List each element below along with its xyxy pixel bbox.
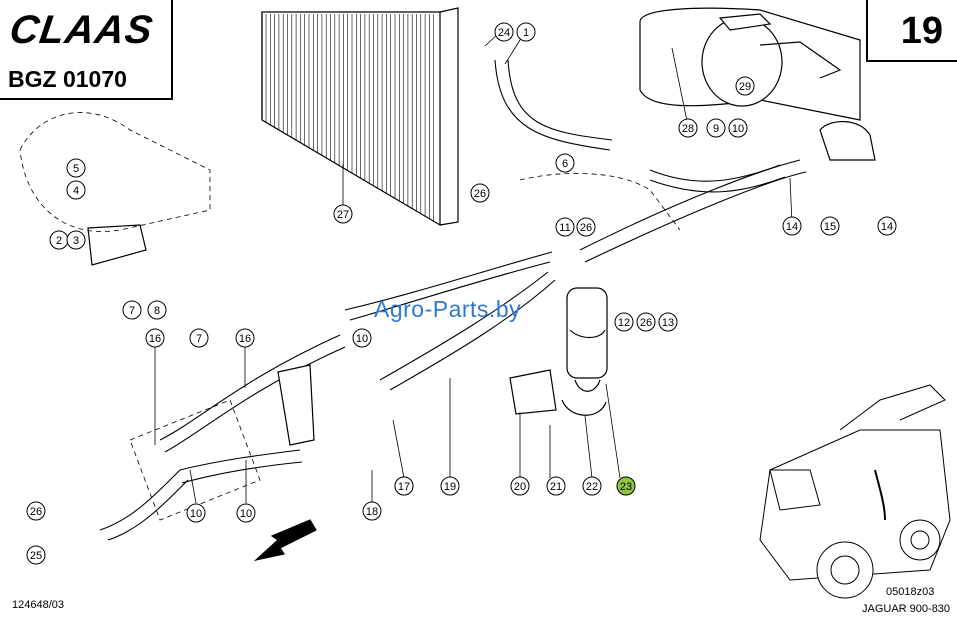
callout-26[interactable]: 26 xyxy=(470,183,490,203)
callout-25[interactable]: 25 xyxy=(26,545,46,565)
callout-16[interactable]: 16 xyxy=(145,328,165,348)
callout-label: 6 xyxy=(562,158,568,170)
callout-label: 25 xyxy=(30,550,42,562)
callout-9[interactable]: 9 xyxy=(706,118,726,138)
figure-code: 05018z03 xyxy=(886,586,935,598)
callout-label: 10 xyxy=(190,508,202,520)
callout-8[interactable]: 8 xyxy=(147,300,167,320)
callout-10[interactable]: 10 xyxy=(728,118,748,138)
callout-6[interactable]: 6 xyxy=(555,153,575,173)
page-number-box: 19 xyxy=(866,0,957,62)
callout-22[interactable]: 22 xyxy=(582,476,602,496)
callout-label: 10 xyxy=(732,123,744,135)
callout-label: 4 xyxy=(73,185,79,197)
callout-label: 19 xyxy=(444,481,456,493)
callout-label: 29 xyxy=(739,81,751,93)
callout-label: 3 xyxy=(73,235,79,247)
callout-10[interactable]: 10 xyxy=(236,503,256,523)
hose-lines xyxy=(99,59,807,541)
callout-18[interactable]: 18 xyxy=(362,501,382,521)
callout-16[interactable]: 16 xyxy=(235,328,255,348)
direction-arrow xyxy=(253,519,317,562)
callout-label: 20 xyxy=(514,481,526,493)
callout-label: 2 xyxy=(56,235,62,247)
callout-26[interactable]: 26 xyxy=(26,501,46,521)
callout-label: 10 xyxy=(356,333,368,345)
callout-label: 23 xyxy=(620,481,632,493)
callout-7[interactable]: 7 xyxy=(189,328,209,348)
callout-label: 26 xyxy=(30,506,42,518)
callout-21[interactable]: 21 xyxy=(546,476,566,496)
callout-26[interactable]: 26 xyxy=(576,217,596,237)
callout-23[interactable]: 23 xyxy=(616,476,636,496)
compressor-drawing xyxy=(639,7,861,121)
callout-label: 26 xyxy=(580,222,592,234)
callout-label: 10 xyxy=(240,508,252,520)
callout-label: 24 xyxy=(498,27,510,39)
callout-2[interactable]: 2 xyxy=(49,230,69,250)
callout-14[interactable]: 14 xyxy=(877,216,897,236)
callout-label: 5 xyxy=(73,163,79,175)
callout-26[interactable]: 26 xyxy=(636,312,656,332)
callout-13[interactable]: 13 xyxy=(658,312,678,332)
callout-label: 18 xyxy=(366,506,378,518)
callout-29[interactable]: 29 xyxy=(735,76,755,96)
callout-7[interactable]: 7 xyxy=(122,300,142,320)
page-number: 19 xyxy=(900,10,943,52)
callout-label: 9 xyxy=(713,123,719,135)
engine-outline xyxy=(19,112,681,521)
callout-label: 17 xyxy=(398,481,410,493)
callout-label: 28 xyxy=(682,123,694,135)
callout-label: 12 xyxy=(618,317,630,329)
callout-5[interactable]: 5 xyxy=(66,158,86,178)
callout-label: 27 xyxy=(337,209,349,221)
callout-20[interactable]: 20 xyxy=(510,476,530,496)
document-number: 124648/03 xyxy=(12,599,64,611)
callout-4[interactable]: 4 xyxy=(66,180,86,200)
condenser-drawing xyxy=(261,7,459,227)
watermark-text: Agro-Parts.by xyxy=(374,296,522,322)
callout-11[interactable]: 11 xyxy=(555,217,575,237)
callout-label: 26 xyxy=(474,188,486,200)
callout-label: 21 xyxy=(550,481,562,493)
brackets-drawing xyxy=(87,120,876,446)
callout-label: 26 xyxy=(640,317,652,329)
callout-label: 15 xyxy=(824,221,836,233)
callout-label: 14 xyxy=(881,221,893,233)
harvester-inset xyxy=(759,384,951,599)
callout-label: 11 xyxy=(559,222,570,234)
logo-box: CLAAS xyxy=(0,0,173,62)
callout-label: 7 xyxy=(129,305,135,317)
callout-17[interactable]: 17 xyxy=(394,476,414,496)
catalog-code: BGZ 01070 xyxy=(8,66,127,92)
callout-1[interactable]: 1 xyxy=(516,22,536,42)
callout-15[interactable]: 15 xyxy=(820,216,840,236)
callout-28[interactable]: 28 xyxy=(678,118,698,138)
catalog-code-box: BGZ 01070 xyxy=(0,60,173,100)
callout-27[interactable]: 27 xyxy=(333,204,353,224)
callout-label: 13 xyxy=(662,317,674,329)
callout-19[interactable]: 19 xyxy=(440,476,460,496)
callout-10[interactable]: 10 xyxy=(352,328,372,348)
callout-label: 16 xyxy=(239,333,251,345)
callout-10[interactable]: 10 xyxy=(186,503,206,523)
callout-3[interactable]: 3 xyxy=(66,230,86,250)
model-name: JAGUAR 900-830 xyxy=(862,603,951,615)
callout-label: 7 xyxy=(196,333,202,345)
receiver-drier-drawing xyxy=(561,287,608,416)
callout-label: 1 xyxy=(523,27,529,39)
callout-label: 8 xyxy=(154,305,160,317)
callout-label: 16 xyxy=(149,333,161,345)
callout-label: 14 xyxy=(786,221,798,233)
brand-logo: CLAAS xyxy=(6,8,156,52)
callout-24[interactable]: 24 xyxy=(494,22,514,42)
callout-label: 22 xyxy=(586,481,598,493)
callout-14[interactable]: 14 xyxy=(782,216,802,236)
callout-12[interactable]: 12 xyxy=(614,312,634,332)
